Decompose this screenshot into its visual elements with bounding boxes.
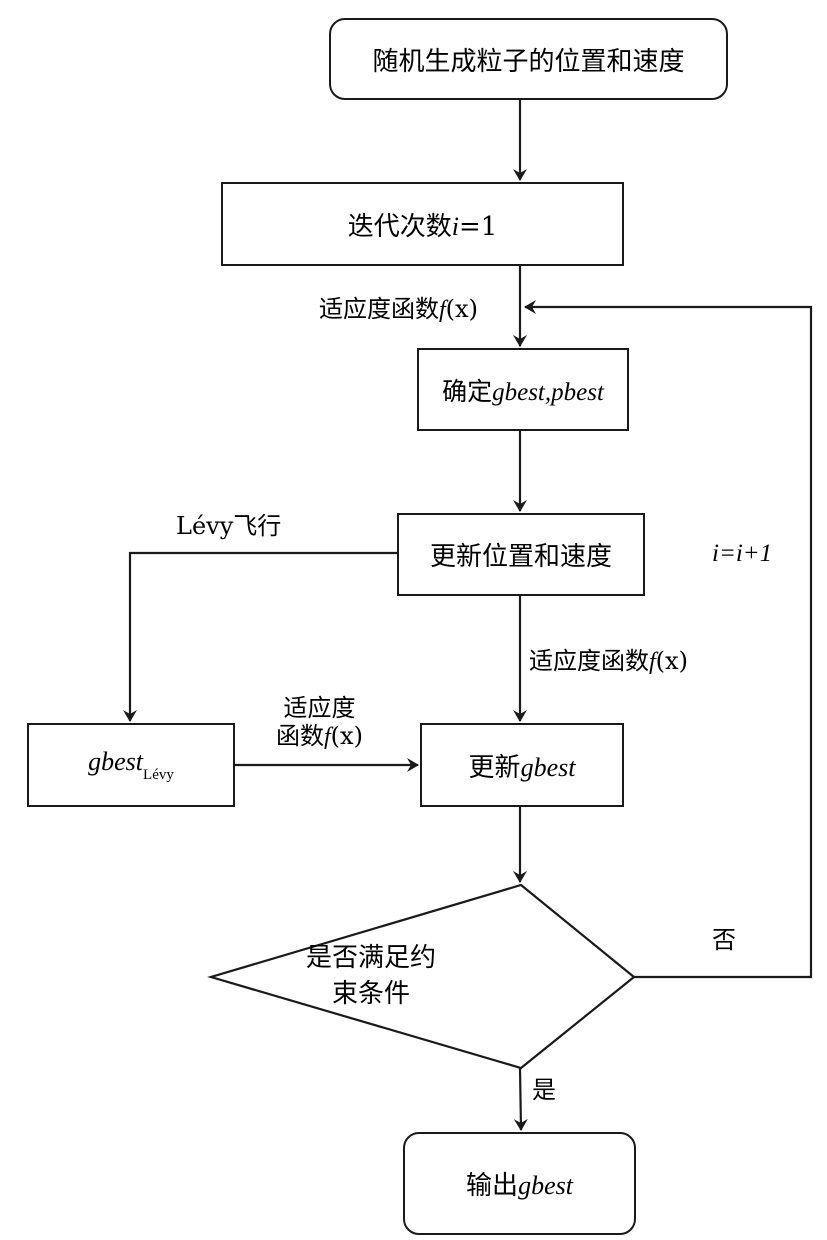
edge-update-to-levy [123, 551, 397, 722]
decision-diamond [207, 883, 636, 1070]
edge-label-fitness-1: 适应度函数f(x) [319, 295, 478, 323]
node-output: 输出gbest [403, 1132, 636, 1235]
edge-label-levy-flight: Lévy飞行 [176, 512, 282, 540]
node-update-gbest-label: 更新gbest [468, 752, 576, 783]
edge-label-fitness-3: 适应度 函数f(x) [276, 694, 363, 750]
node-update-position-velocity-label: 更新位置和速度 [429, 542, 612, 572]
node-start: 随机生成粒子的位置和速度 [329, 18, 728, 100]
edge-label-fitness-2: 适应度函数f(x) [529, 647, 688, 675]
edge-label-yes: 是 [532, 1076, 556, 1104]
node-init-iteration: 迭代次数i=1 [221, 182, 624, 266]
edge-decision-yes-to-output [513, 1067, 528, 1131]
node-output-label: 输出gbest [466, 1171, 573, 1201]
node-update-position-velocity: 更新位置和速度 [397, 513, 645, 596]
node-determine-best: 确定gbest,pbest [417, 348, 629, 431]
node-init-iteration-label: 迭代次数i=1 [347, 211, 498, 242]
edge-decision-no-loop [524, 300, 813, 979]
node-gbest-levy-label: gbestLévy [88, 746, 174, 783]
node-determine-best-label: 确定gbest,pbest [442, 376, 604, 406]
node-update-gbest: 更新gbest [420, 723, 624, 807]
edge-label-increment: i=i+1 [712, 540, 773, 567]
node-gbest-levy: gbestLévy [27, 723, 235, 807]
node-start-label: 随机生成粒子的位置和速度 [372, 46, 685, 77]
edge-label-no: 否 [712, 926, 736, 954]
node-decision-label: 是否满足约 束条件 [305, 943, 436, 1009]
